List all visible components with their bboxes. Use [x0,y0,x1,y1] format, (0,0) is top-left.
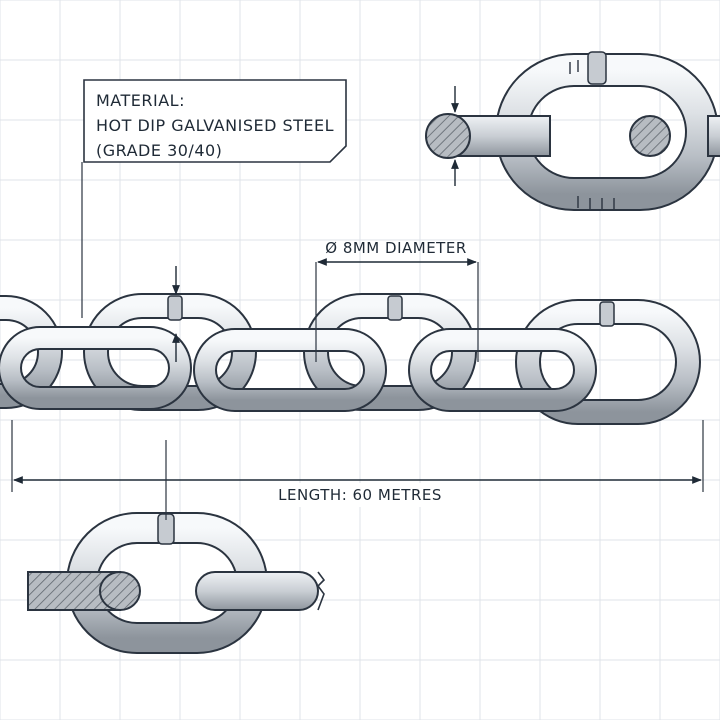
callout-line-3: (GRADE 30/40) [96,141,222,160]
diameter-label: Ø 8MM DIAMETER [325,239,467,257]
material-callout: MATERIAL: HOT DIP GALVANISED STEEL (GRAD… [81,79,347,318]
weld-seams [167,295,615,327]
chain-link-flat [0,326,192,410]
diameter-dimension: Ø 8MM DIAMETER [172,239,479,362]
length-label: LENGTH: 60 METRES [278,486,442,504]
link-rod [195,571,319,611]
weld-seam [587,51,607,85]
cross-section-right [629,115,671,157]
cross-section-left [425,113,471,159]
detail-link-top [425,51,720,211]
main-chain [0,293,701,425]
chain-link-flat [408,328,597,412]
callout-line-1: MATERIAL: [96,91,185,110]
length-dimension: LENGTH: 60 METRES [11,420,704,520]
callout-line-2: HOT DIP GALVANISED STEEL [96,116,334,135]
chain-link-horizontal [0,295,63,409]
detail-link-bottom [27,512,326,654]
chain-link-flat [193,328,387,412]
